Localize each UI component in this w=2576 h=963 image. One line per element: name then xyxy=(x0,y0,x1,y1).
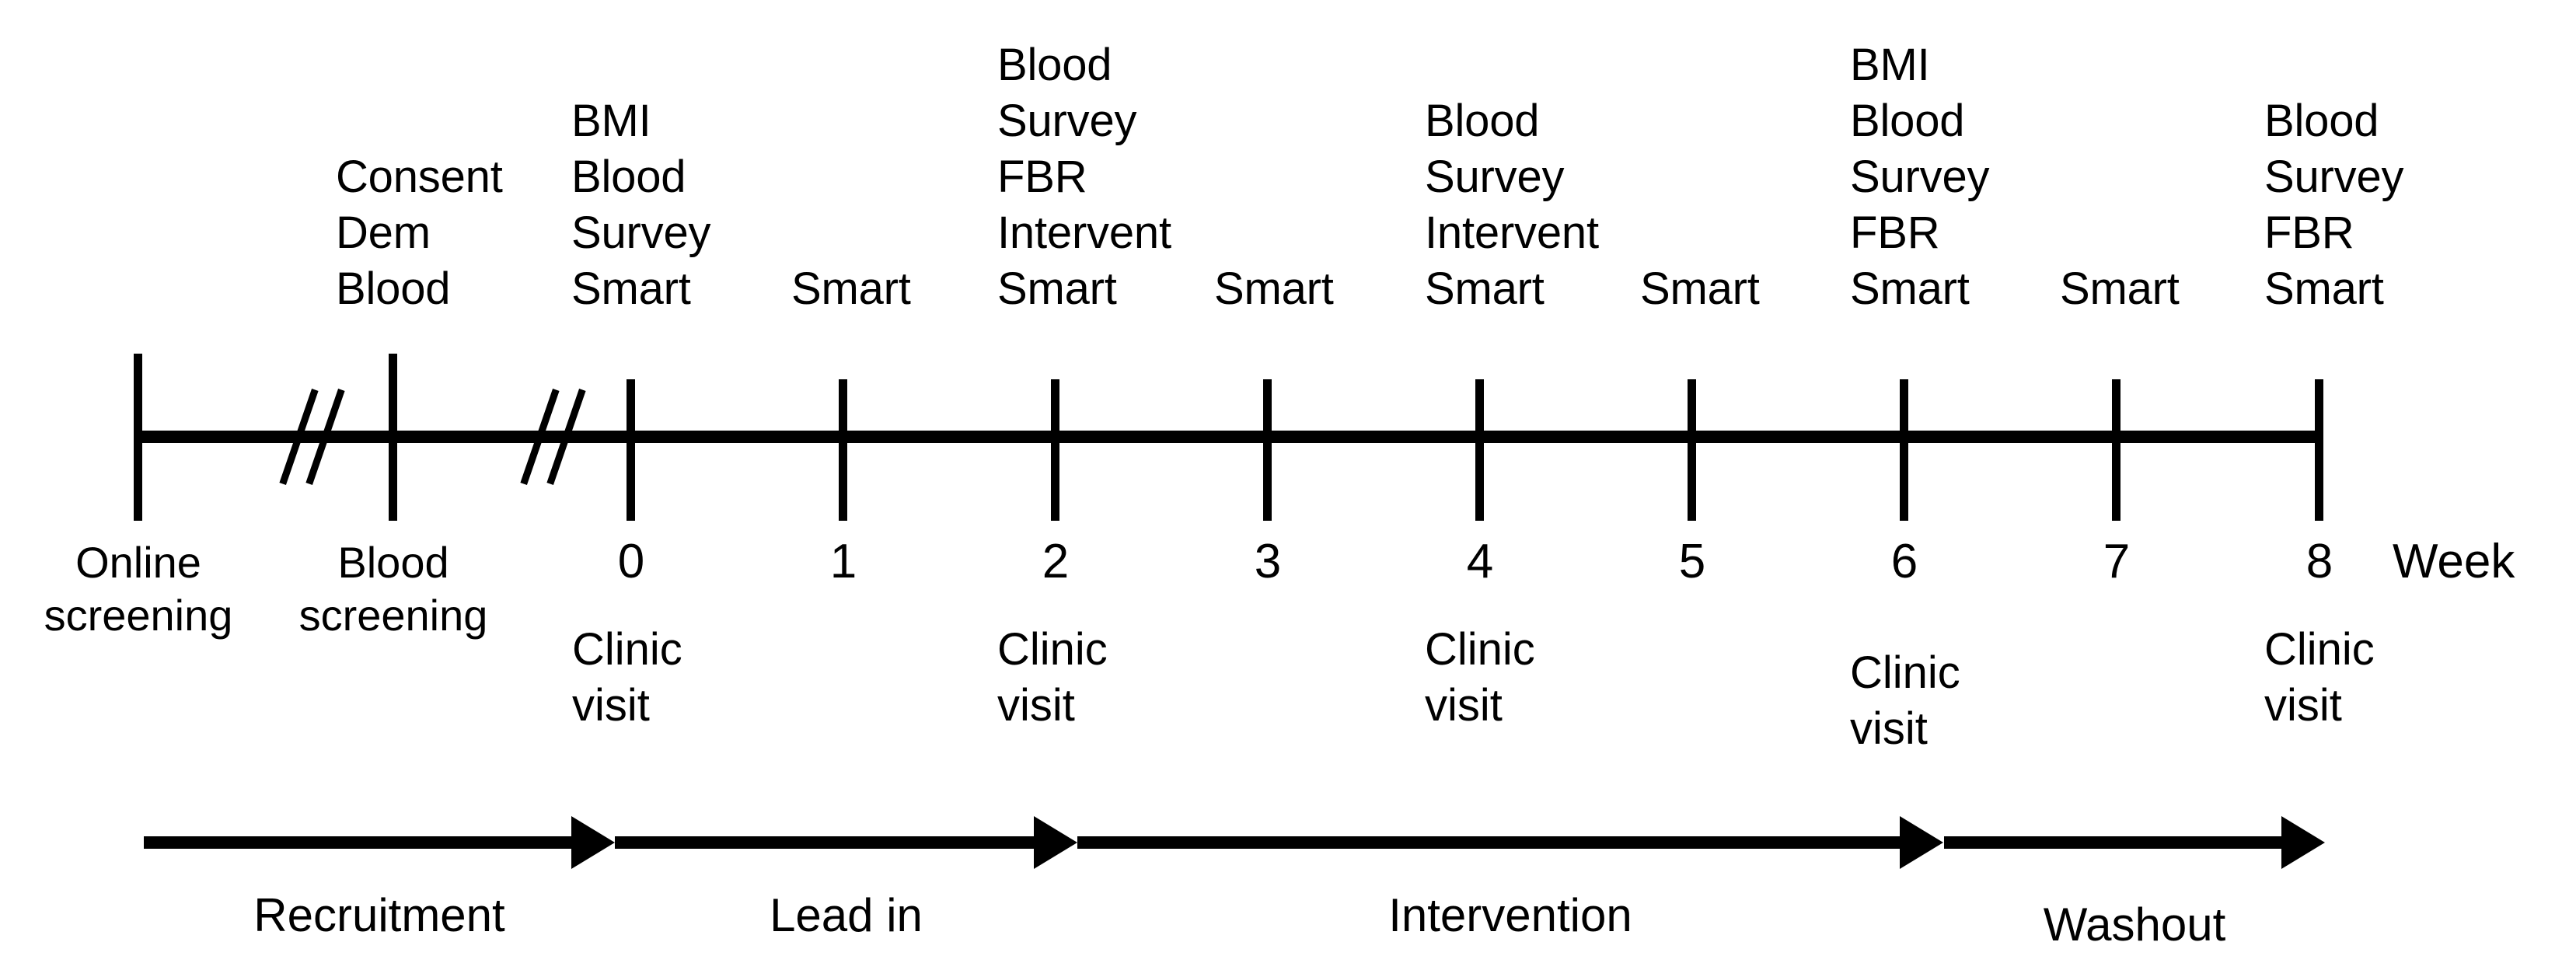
event-item: Smart xyxy=(1850,263,1970,314)
event-item: Survey xyxy=(1850,152,1990,202)
events-week-6: BMI Blood Survey FBR Smart xyxy=(1850,37,1990,317)
axis-label-week: Week xyxy=(2393,535,2515,588)
event-item: Smart xyxy=(791,263,911,314)
event-item: Dem xyxy=(336,208,431,258)
clinic-visit-week-4: Clinic visit xyxy=(1425,622,1535,734)
event-item: Smart xyxy=(1214,263,1334,314)
caption-line: screening xyxy=(298,591,488,640)
week-number-8: 8 xyxy=(2305,535,2333,588)
phase-arrow-washout-head xyxy=(2281,816,2325,869)
week-number-2: 2 xyxy=(1042,535,1070,588)
caption-blood-screening: Blood screening xyxy=(261,536,525,642)
clinic-line: visit xyxy=(572,680,650,731)
phase-label-intervention: Intervention xyxy=(1388,889,1632,941)
event-item: Blood xyxy=(997,40,1112,90)
event-item: Survey xyxy=(2264,152,2404,202)
clinic-line: visit xyxy=(2264,680,2342,731)
clinic-line: visit xyxy=(1425,680,1503,731)
clinic-line: visit xyxy=(997,680,1075,731)
events-week-8: Blood Survey FBR Smart xyxy=(2264,93,2404,317)
phase-arrow-recruitment-shaft xyxy=(144,836,571,849)
event-item: Smart xyxy=(571,263,691,314)
tick-week-1 xyxy=(839,379,847,521)
event-item: Smart xyxy=(1425,263,1545,314)
tick-week-8 xyxy=(2315,379,2323,521)
tick-week-0 xyxy=(627,379,635,521)
clinic-line: Clinic xyxy=(1425,624,1535,675)
caption-line: Online xyxy=(75,538,201,587)
clinic-visit-week-2: Clinic visit xyxy=(997,622,1108,734)
clinic-line: visit xyxy=(1850,703,1928,754)
events-consent: Consent Dem Blood xyxy=(336,149,503,317)
tick-week-2 xyxy=(1051,379,1059,521)
clinic-line: Clinic xyxy=(2264,624,2375,675)
clinic-visit-week-0: Clinic visit xyxy=(572,622,682,734)
event-item: Consent xyxy=(336,152,503,202)
week-number-1: 1 xyxy=(829,535,857,588)
tick-week-3 xyxy=(1263,379,1272,521)
event-item: Intervent xyxy=(1425,208,1599,258)
events-week-3: Smart xyxy=(1214,261,1334,317)
event-item: Survey xyxy=(997,96,1137,146)
clinic-line: Clinic xyxy=(1850,647,1960,698)
events-week-2: Blood Survey FBR Intervent Smart xyxy=(997,37,1171,317)
event-item: Blood xyxy=(336,263,451,314)
week-number-7: 7 xyxy=(2103,535,2131,588)
week-number-4: 4 xyxy=(1466,535,1494,588)
event-item: FBR xyxy=(1850,208,1940,258)
phase-arrow-washout-shaft xyxy=(1944,836,2281,849)
event-item: Smart xyxy=(2264,263,2384,314)
events-week-7: Smart xyxy=(2060,261,2180,317)
event-item: Smart xyxy=(2060,263,2180,314)
event-item: FBR xyxy=(997,152,1087,202)
phase-arrow-lead-in-head xyxy=(1034,816,1077,869)
tick-week-4 xyxy=(1475,379,1484,521)
event-item: Survey xyxy=(1425,152,1565,202)
week-number-5: 5 xyxy=(1678,535,1706,588)
clinic-line: Clinic xyxy=(997,624,1108,675)
phase-label-lead-in: Lead in xyxy=(770,889,923,941)
caption-online-screening: Online screening xyxy=(6,536,271,642)
event-item: Survey xyxy=(571,208,711,258)
events-week-0: BMI Blood Survey Smart xyxy=(571,93,711,317)
clinic-visit-week-6: Clinic visit xyxy=(1850,645,1960,757)
event-item: Blood xyxy=(2264,96,2379,146)
clinic-visit-week-8: Clinic visit xyxy=(2264,622,2375,734)
event-item: BMI xyxy=(571,96,651,146)
week-number-0: 0 xyxy=(617,535,645,588)
phase-arrow-recruitment-head xyxy=(571,816,615,869)
week-number-6: 6 xyxy=(1890,535,1918,588)
tick-week-7 xyxy=(2112,379,2120,521)
clinic-line: Clinic xyxy=(572,624,682,675)
phase-arrow-intervention-head xyxy=(1900,816,1943,869)
phase-arrow-intervention-shaft xyxy=(1077,836,1900,849)
tick-week-5 xyxy=(1688,379,1696,521)
phase-label-recruitment: Recruitment xyxy=(253,889,505,941)
event-item: FBR xyxy=(2264,208,2354,258)
event-item: BMI xyxy=(1850,40,1930,90)
events-week-1: Smart xyxy=(791,261,911,317)
event-item: Blood xyxy=(1425,96,1540,146)
events-week-5: Smart xyxy=(1640,261,1760,317)
tick-blood-screening xyxy=(389,354,397,521)
week-number-3: 3 xyxy=(1254,535,1282,588)
phase-label-washout: Washout xyxy=(2043,898,2226,951)
event-item: Smart xyxy=(1640,263,1760,314)
event-item: Blood xyxy=(571,152,686,202)
event-item: Blood xyxy=(1850,96,1965,146)
tick-online-screening xyxy=(134,354,142,521)
caption-line: screening xyxy=(44,591,233,640)
events-week-4: Blood Survey Intervent Smart xyxy=(1425,93,1599,317)
event-item: Smart xyxy=(997,263,1117,314)
timeline-axis xyxy=(138,431,2323,443)
event-item: Intervent xyxy=(997,208,1171,258)
caption-line: Blood xyxy=(337,538,449,587)
phase-arrow-lead-in-shaft xyxy=(615,836,1034,849)
tick-week-6 xyxy=(1900,379,1908,521)
